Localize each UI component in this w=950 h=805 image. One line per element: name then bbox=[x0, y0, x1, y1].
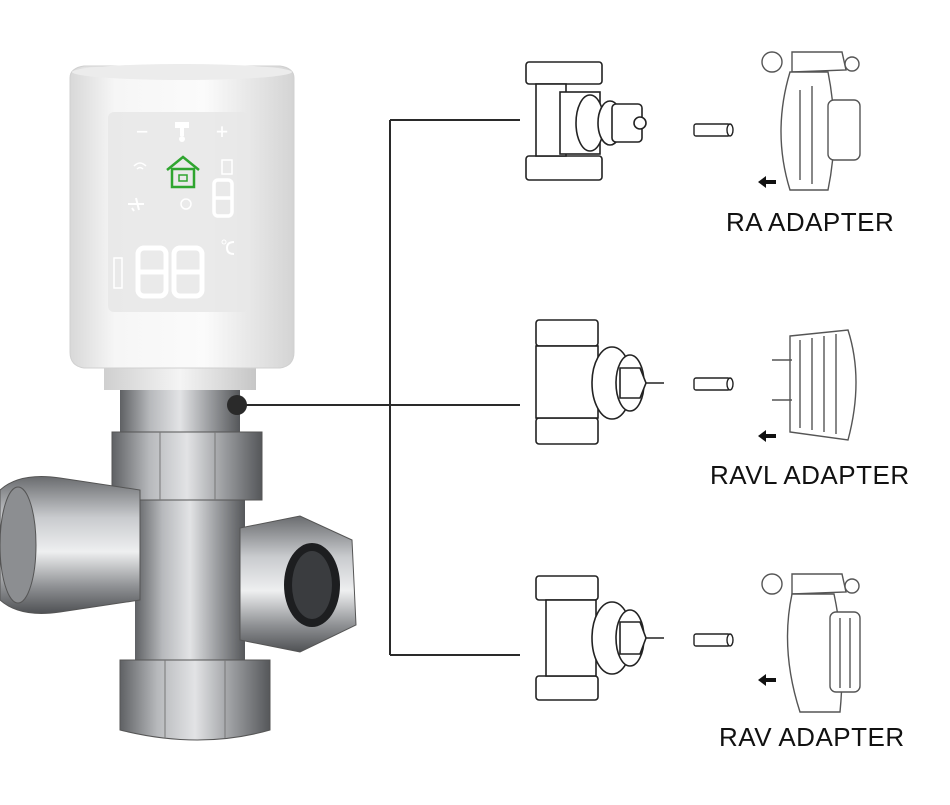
bottom-hex-nut bbox=[119, 659, 271, 741]
adapter-drawing-ra bbox=[761, 51, 861, 191]
wifi-icon bbox=[133, 162, 147, 170]
radiator-valve bbox=[0, 390, 357, 741]
drop-icon bbox=[113, 257, 123, 289]
arrow-left-icon bbox=[758, 176, 776, 188]
valve-drawing-ravl bbox=[535, 319, 664, 445]
pin-ravl bbox=[693, 377, 734, 391]
plus-symbol: + bbox=[216, 119, 228, 143]
left-pipe-end bbox=[0, 486, 37, 604]
arrow-left-icon bbox=[758, 674, 776, 686]
label-ra-adapter: RA ADAPTER bbox=[726, 207, 895, 237]
minus-symbol: − bbox=[136, 119, 148, 143]
display-panel bbox=[108, 112, 248, 312]
thermostat-top bbox=[72, 64, 292, 80]
label-rav-adapter: RAV ADAPTER bbox=[719, 722, 905, 752]
digits-big bbox=[135, 245, 205, 299]
top-hex-nut bbox=[111, 431, 263, 501]
plane-icon bbox=[128, 197, 144, 212]
adapter-drawing-rav bbox=[761, 573, 861, 713]
valve-drawing-ra bbox=[525, 61, 647, 181]
left-pipe bbox=[0, 476, 141, 614]
display-icons: − + bbox=[113, 119, 235, 299]
fan-icon bbox=[175, 122, 189, 142]
pin-rav bbox=[693, 633, 734, 647]
thermostat-head: − + bbox=[69, 64, 295, 390]
adapter-drawing-ravl bbox=[772, 329, 857, 441]
battery-icon bbox=[221, 159, 233, 175]
connector-lines bbox=[227, 119, 520, 656]
valve-drawing-rav bbox=[535, 575, 664, 701]
arrow-left-icon bbox=[758, 430, 776, 442]
digit-small bbox=[212, 178, 234, 218]
refresh-icon bbox=[180, 198, 192, 210]
label-ravl-adapter: RAVL ADAPTER bbox=[710, 460, 910, 490]
pin-ra bbox=[693, 123, 734, 137]
home-icon bbox=[166, 155, 200, 189]
celsius-icon bbox=[221, 239, 235, 255]
